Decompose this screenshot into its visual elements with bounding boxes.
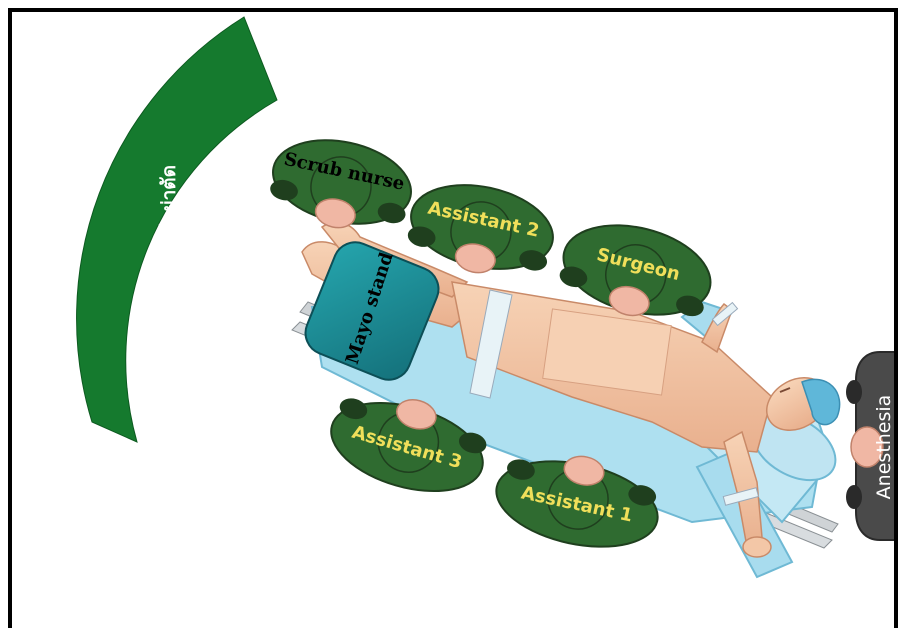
scrub-nurse: Scrub nurse xyxy=(264,128,419,241)
anesthesia: Anesthesia xyxy=(846,352,894,540)
instrument-table-label: โต๊ะวางเครื่องมือผ่าตัด xyxy=(155,165,180,350)
instrument-table: โต๊ะวางเครื่องมือผ่าตัด xyxy=(77,17,277,442)
or-layout-diagram: โต๊ะวางเครื่องมือผ่าตัด xyxy=(12,12,894,626)
diagram-frame: โต๊ะวางเครื่องมือผ่าตัด xyxy=(8,8,898,628)
anesthesia-label: Anesthesia xyxy=(873,395,894,500)
